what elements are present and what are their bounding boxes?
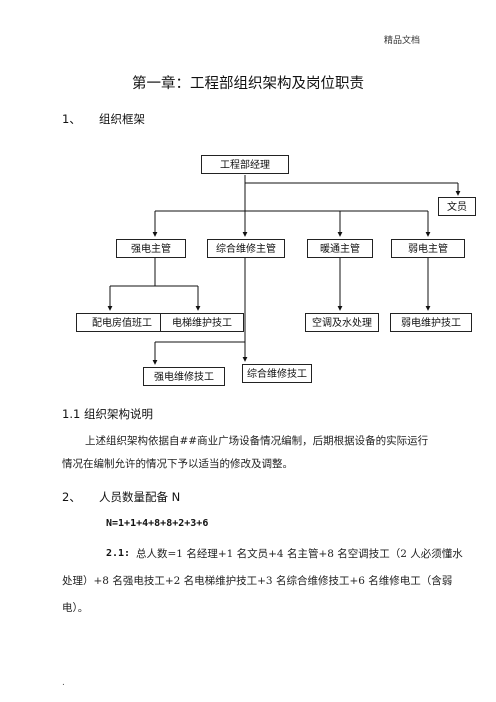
org-box-clerk: 文员: [438, 197, 476, 216]
section-1-heading: 组织框架: [99, 112, 145, 126]
section-1-1-line-1: 上述组织架构依据自##商业广场设备情况编制，后期根据设备的实际运行: [85, 435, 429, 447]
org-box-staff-weak-current: 弱电维护技工: [390, 313, 472, 332]
section-2-1-label: 2.1:: [106, 548, 131, 559]
section-2-1-line-3: 电）。: [62, 602, 89, 614]
org-box-supervisor-maintenance: 综合维修主管: [207, 239, 285, 258]
section-2-number: 2、: [62, 490, 81, 504]
org-box-supervisor-hvac: 暖通主管: [307, 239, 373, 258]
section-2-1-line-2: 处理）+8 名强电技工+2 名电梯维护技工+3 名综合维修技工+6 名维修电工（…: [62, 575, 453, 587]
section-2-1-line-1: 总人数=1 名经理+1 名文员+4 名主管+8 名空调技工（2 人必须懂水: [136, 548, 463, 560]
section-2-heading: 人员数量配备 N: [99, 490, 181, 504]
org-box-staff-hvac: 空调及水处理: [305, 313, 379, 332]
org-box-lower-maintenance-tech: 综合维修技工: [242, 364, 312, 383]
staffing-formula: N=1+1+4+8+8+2+3+6: [106, 518, 209, 529]
org-box-manager: 工程部经理: [201, 155, 289, 174]
chapter-title: 第一章：工程部组织架构及岗位职责: [132, 76, 364, 92]
org-box-staff-elevator: 电梯维护技工: [160, 313, 244, 332]
org-box-staff-substation: 配电房值班工: [76, 313, 168, 332]
section-1-number: 1、: [62, 112, 81, 126]
page-header-label: 精品文档: [383, 36, 420, 46]
section-1-1-heading: 1.1 组织架构说明: [62, 407, 153, 421]
org-box-lower-strong-current-tech: 强电维修技工: [143, 367, 225, 386]
section-1-1-line-2: 情况在编制允许的情况下予以适当的修改及调整。: [62, 458, 293, 470]
org-box-supervisor-strong-current: 强电主管: [116, 239, 186, 258]
org-box-supervisor-weak-current: 弱电主管: [391, 239, 465, 258]
footer-mark: .: [62, 678, 65, 688]
